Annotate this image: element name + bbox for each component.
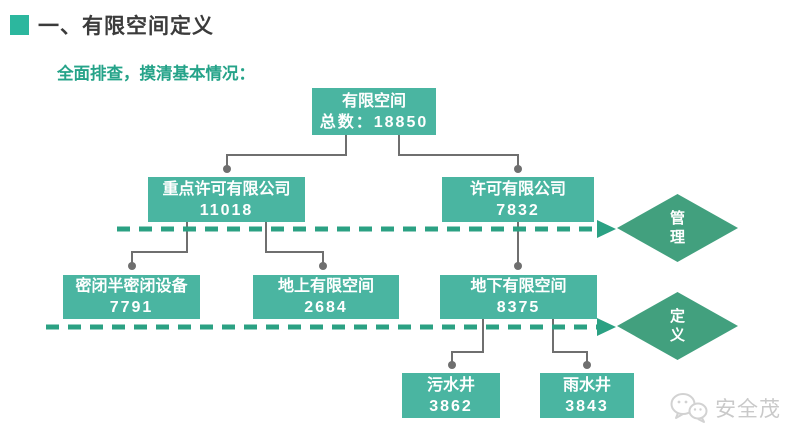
connector-l2a-to-l3b bbox=[265, 222, 324, 263]
node-sewage-well: 污水井 3862 bbox=[402, 373, 500, 418]
connector-dot bbox=[128, 262, 136, 270]
connector-l2a-to-l3a bbox=[131, 222, 188, 263]
title-bullet-square-icon bbox=[10, 15, 29, 35]
node-value: 8375 bbox=[496, 299, 541, 316]
node-label: 雨水井 bbox=[562, 376, 611, 394]
node-label: 地上有限空间 bbox=[277, 278, 374, 295]
node-underground-space: 地下有限空间 8375 bbox=[440, 275, 597, 319]
wechat-logo-icon bbox=[670, 393, 708, 423]
connector-dot bbox=[583, 361, 591, 369]
header: 一、有限空间定义 bbox=[10, 10, 214, 40]
connector-dot bbox=[448, 361, 456, 369]
node-label: 密闭半密闭设备 bbox=[75, 278, 188, 295]
node-value: 7832 bbox=[496, 201, 540, 219]
node-total: 总数：18850 bbox=[319, 113, 429, 131]
node-label: 地下有限空间 bbox=[470, 278, 567, 295]
connector-l3c-to-l4a bbox=[451, 319, 484, 362]
diamond-label: 定义 bbox=[670, 308, 686, 344]
connector-dot bbox=[514, 165, 522, 173]
node-value: 7791 bbox=[109, 299, 154, 316]
connector-root-to-l2b bbox=[398, 135, 519, 166]
node-value: 11018 bbox=[199, 201, 254, 219]
node-label: 许可有限公司 bbox=[469, 180, 566, 198]
watermark: 安全茂 bbox=[668, 392, 781, 424]
node-sealed-equipment: 密闭半密闭设备 7791 bbox=[63, 275, 200, 319]
connector-l3c-to-l4b bbox=[552, 319, 588, 362]
node-value: 3843 bbox=[565, 397, 609, 415]
connector-dot bbox=[223, 165, 231, 173]
node-key-licensed-company: 重点许可有限公司 11018 bbox=[148, 177, 305, 222]
dashed-arrow-definition-head bbox=[597, 318, 616, 336]
node-label: 重点许可有限公司 bbox=[162, 180, 291, 198]
connector-dot bbox=[319, 262, 327, 270]
node-label: 污水井 bbox=[426, 376, 475, 394]
diamond-label: 管理 bbox=[670, 210, 686, 246]
connector-dot bbox=[514, 262, 522, 270]
connector-root-to-l2a bbox=[226, 135, 347, 166]
node-rain-well: 雨水井 3843 bbox=[540, 373, 634, 418]
node-value: 2684 bbox=[304, 299, 348, 316]
node-label: 有限空间 bbox=[341, 92, 406, 110]
watermark-text: 安全茂 bbox=[715, 398, 781, 421]
page-title: 一、有限空间定义 bbox=[38, 15, 214, 38]
node-root-limited-space: 有限空间 总数：18850 bbox=[312, 88, 436, 135]
node-above-ground-space: 地上有限空间 2684 bbox=[253, 275, 399, 319]
node-licensed-company: 许可有限公司 7832 bbox=[442, 177, 594, 222]
subtitle: 全面排查，摸清基本情况： bbox=[57, 65, 255, 83]
dashed-arrow-management-head bbox=[597, 220, 616, 238]
node-value: 3862 bbox=[429, 397, 473, 415]
